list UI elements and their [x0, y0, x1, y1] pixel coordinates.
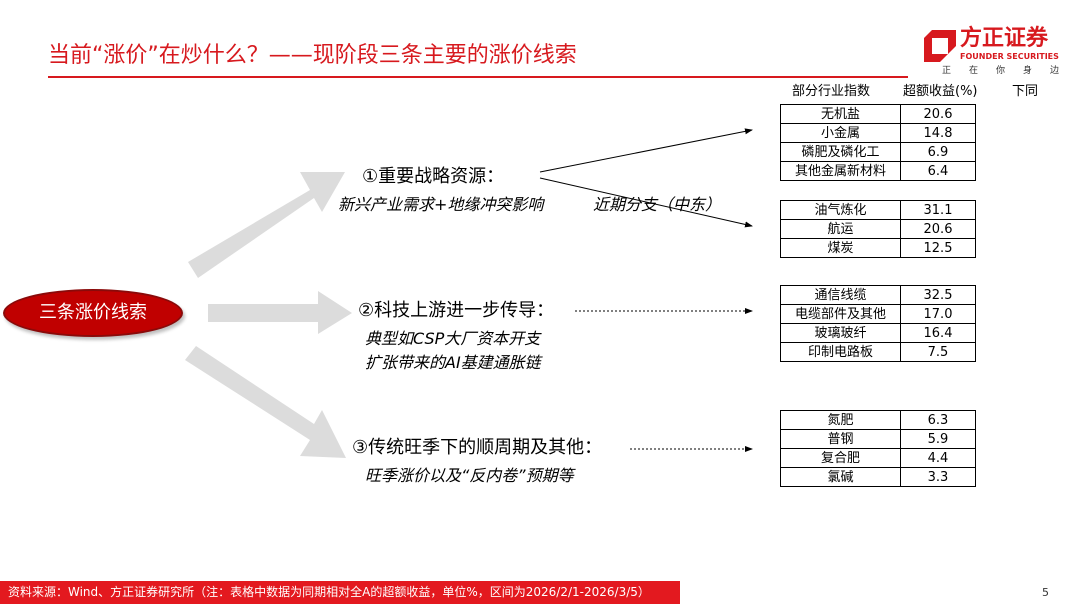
source-footer: 资料来源：Wind、方正证券研究所（注：表格中数据为同期相对全A的超额收益，单位… [0, 581, 680, 604]
index-name: 磷肥及磷化工 [780, 142, 901, 162]
excess-value: 6.3 [900, 410, 976, 430]
logo-slogan: 正在你身边 [942, 66, 1078, 76]
pointer-line-table2 [539, 177, 753, 228]
index-name: 印制电路板 [780, 342, 901, 362]
index-name: 无机盐 [780, 104, 901, 124]
excess-value: 4.4 [900, 448, 976, 468]
index-name: 油气炼化 [780, 200, 901, 220]
pointer-line-table1 [539, 128, 753, 173]
excess-value: 12.5 [900, 238, 976, 258]
logo-cn: 方正证券 [960, 26, 1049, 51]
col-header-excess: 超额收益(%) [903, 84, 978, 99]
excess-value: 20.6 [900, 104, 976, 124]
excess-value: 16.4 [900, 323, 976, 343]
line1-note: 近期分支（中东） [593, 195, 722, 214]
line2-sub: 典型如CSP大厂资本开支 [365, 329, 541, 348]
index-name: 玻璃玻纤 [780, 323, 901, 343]
excess-value: 17.0 [900, 304, 976, 324]
excess-value: 3.3 [900, 467, 976, 487]
logo-mark-icon [924, 30, 956, 62]
line1-heading: ①重要战略资源： [362, 166, 505, 187]
index-name: 航运 [780, 219, 901, 239]
excess-value: 6.9 [900, 142, 976, 162]
excess-value: 5.9 [900, 429, 976, 449]
index-name: 氯碱 [780, 467, 901, 487]
index-name: 小金属 [780, 123, 901, 143]
col-header-index: 部分行业指数 [792, 84, 871, 99]
excess-value: 31.1 [900, 200, 976, 220]
index-name: 普钢 [780, 429, 901, 449]
excess-value: 7.5 [900, 342, 976, 362]
excess-value: 20.6 [900, 219, 976, 239]
col-header-same: 下同 [1012, 84, 1039, 99]
page-title: 当前“涨价”在炒什么？——现阶段三条主要的涨价线索 [48, 43, 577, 68]
index-name: 其他金属新材料 [780, 161, 901, 181]
excess-value: 14.8 [900, 123, 976, 143]
title-divider [48, 76, 908, 78]
line1-sub: 新兴产业需求+地缘冲突影响 [338, 195, 544, 214]
line2-heading: ②科技上游进一步传导： [358, 300, 555, 321]
index-name: 通信线缆 [780, 285, 901, 305]
big-arrow-down [185, 346, 346, 458]
page-number: 5 [1042, 586, 1049, 599]
excess-value: 32.5 [900, 285, 976, 305]
logo-en: FOUNDER SECURITIES [960, 52, 1059, 61]
index-name: 氮肥 [780, 410, 901, 430]
excess-value: 6.4 [900, 161, 976, 181]
line3-heading: ③传统旺季下的顺周期及其他： [352, 437, 603, 458]
index-name: 煤炭 [780, 238, 901, 258]
center-node: 三条涨价线索 [3, 289, 183, 337]
line2-sub2: 扩张带来的AI基建通胀链 [365, 353, 541, 372]
index-name: 复合肥 [780, 448, 901, 468]
big-arrow-right [208, 291, 352, 334]
big-arrow-up [188, 172, 345, 278]
line3-sub: 旺季涨价以及“反内卷”预期等 [365, 466, 574, 485]
index-name: 电缆部件及其他 [780, 304, 901, 324]
